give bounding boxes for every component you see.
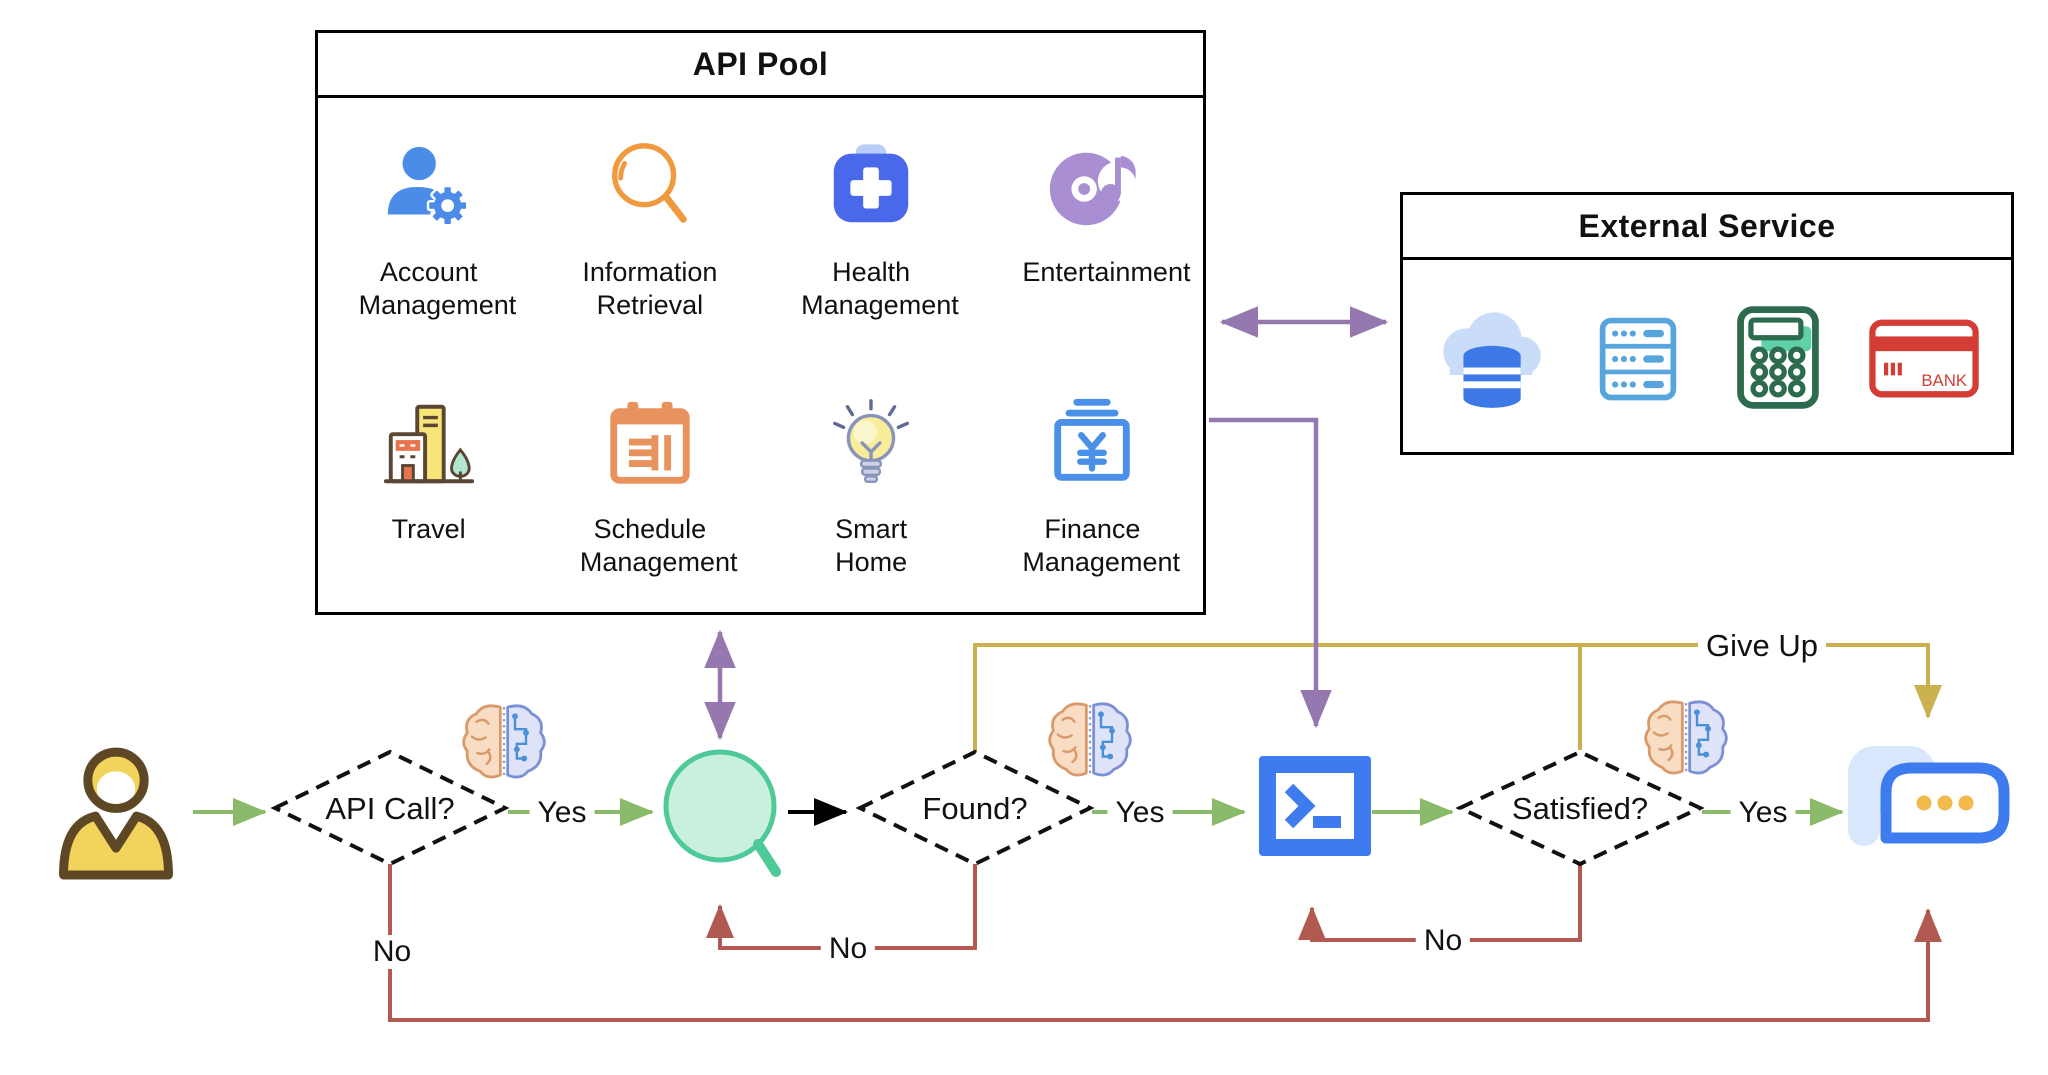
pool-item-label: Health Management (801, 257, 959, 320)
pool-item-finance-management: Finance Management (982, 355, 1203, 612)
brain-icon (1644, 700, 1728, 775)
satisfied-yes-label: Yes (1730, 796, 1796, 830)
travel-icon (383, 404, 474, 484)
brain-icon (1048, 702, 1132, 777)
pool-item-label: Travel (391, 514, 466, 544)
bank-card-icon: BANK (1869, 319, 1979, 398)
satisfied-diamond (1455, 749, 1705, 867)
api-call-label: API Call? (325, 791, 455, 826)
satisfied-no-label: No (1415, 924, 1471, 958)
pool-item-label: Smart Home (835, 514, 908, 577)
information-retrieval-icon (611, 143, 687, 223)
found-label: Found? (922, 791, 1028, 826)
satisfied-label: Satisfied? (1511, 791, 1649, 826)
pool-item-information-retrieval: Information Retrieval (539, 98, 760, 355)
entertainment-icon (1050, 152, 1138, 226)
smart-home-icon (833, 399, 910, 483)
search-tool-icon (663, 749, 781, 877)
chat-response-icon (1848, 746, 2010, 846)
external-service-box: External Service (1400, 192, 2014, 455)
pool-item-label: Finance Management (1022, 514, 1180, 577)
pool-item-label: Entertainment (1022, 257, 1191, 287)
calculator-icon (1737, 306, 1819, 409)
terminal-icon (1259, 756, 1371, 856)
found-no-label: No (820, 932, 876, 966)
pool-item-label: Schedule Management (579, 514, 738, 577)
search-tool-node (650, 740, 800, 890)
api-pool-box: API Pool Account Management (315, 30, 1206, 615)
user-icon (59, 747, 173, 880)
api-call-yes-label: Yes (529, 796, 595, 830)
bank-card-label: BANK (1921, 371, 1968, 390)
give-up-connector (973, 643, 1942, 754)
give-up-label: Give Up (1698, 628, 1826, 664)
brain-icon (462, 704, 546, 779)
schedule-management-icon (610, 401, 690, 484)
health-management-icon (833, 141, 909, 223)
pool-item-schedule-management: Schedule Management (539, 355, 760, 612)
cloud-database-icon (1443, 312, 1541, 408)
external-service-icons: BANK (1403, 260, 2011, 456)
api-call-diamond (270, 749, 510, 867)
api-call-no-label: No (364, 935, 420, 969)
server-icon (1599, 317, 1677, 401)
pool-item-label: Account Management (358, 257, 517, 320)
terminal-node (1255, 750, 1375, 862)
chat-response-node (1840, 740, 2015, 880)
pool-terminal-link (1209, 417, 1332, 729)
finance-management-icon (1054, 398, 1131, 481)
pool-item-health-management: Health Management (761, 98, 982, 355)
found-diamond (855, 749, 1095, 867)
account-management-icon (387, 146, 469, 227)
api-pool-grid: Account Management Information Retrieval (318, 98, 1203, 612)
pool-item-account-management: Account Management (318, 98, 539, 355)
pool-item-smart-home: Smart Home (761, 355, 982, 612)
external-service-title: External Service (1403, 195, 2011, 260)
user-node (52, 738, 180, 884)
api-pool-title: API Pool (318, 33, 1203, 98)
apicall-no-connector (388, 864, 1942, 1022)
pool-item-label: Information Retrieval (582, 257, 718, 320)
pool-item-entertainment: Entertainment (982, 98, 1203, 355)
pool-item-travel: Travel (318, 355, 539, 612)
found-yes-label: Yes (1107, 796, 1173, 830)
